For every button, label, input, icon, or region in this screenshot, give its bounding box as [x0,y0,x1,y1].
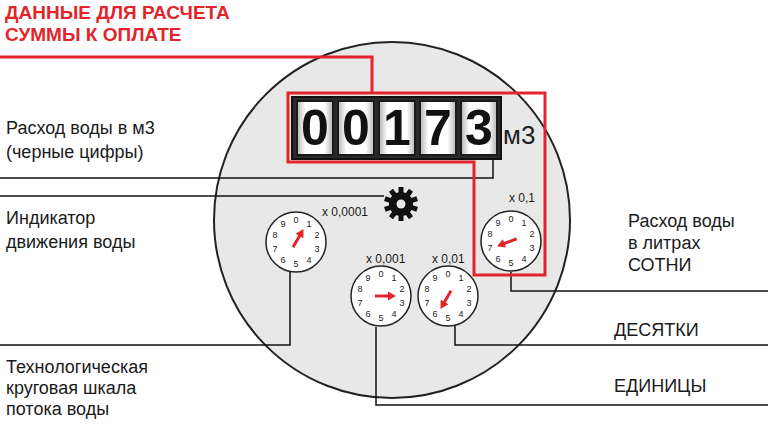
callout-label: Индикатор движения воды [6,206,156,254]
counter-digit-box: 1 [378,100,416,156]
title-text: ДАННЫЕ ДЛЯ РАСЧЕТА СУММЫ К ОПЛАТЕ [5,2,255,46]
dial-digit: 0 [508,215,513,224]
counter-digit: 7 [424,103,452,153]
dial-digit: 5 [293,260,298,269]
counter-digit-box: 7 [419,100,457,156]
dial-multiplier: x 0,001 [366,252,405,266]
dial-gauge: x 0,10123456789 [480,210,542,272]
dial-multiplier: x 0,1 [509,191,535,205]
dial-digit: 7 [273,244,278,253]
dial-digit: 3 [314,244,319,253]
dial-digit: 8 [425,285,430,294]
callout-label: ЕДИНИЦЫ [614,374,764,398]
dial-digit: 9 [281,220,286,229]
dial-multiplier: x 0,0001 [322,205,368,219]
dial-digit: 3 [399,298,404,307]
counter-digit: 1 [383,103,411,153]
dial-digit: 6 [366,309,371,318]
dial-digit: 7 [358,298,363,307]
callout-label: Расход воды в литрах СОТНИ [628,210,748,276]
dial-digit: 0 [378,270,383,279]
callout-label: ДЕСЯТКИ [614,318,764,342]
counter-digit-box: 3 [460,100,498,156]
flow-indicator-gear [384,187,418,221]
dial-digit: 6 [496,254,501,263]
dial-gauge: x 0,0010123456789 [350,265,412,327]
counter-digit-box: 0 [337,100,375,156]
dial-digit: 5 [445,314,450,323]
dial-digit: 4 [391,309,396,318]
dial-digit: 1 [391,274,396,283]
dial-digit: 6 [433,309,438,318]
dial-digit: 9 [496,219,501,228]
dial-digit: 4 [458,309,463,318]
dial-digit: 2 [529,230,534,239]
dial-digit: 1 [458,274,463,283]
dial-digit: 7 [425,298,430,307]
dial-pointer [437,289,455,312]
red-highlight [0,57,545,275]
dial-digit: 0 [445,270,450,279]
dial-digit: 6 [281,255,286,264]
dial-digit: 3 [466,298,471,307]
counter-digit: 3 [465,103,493,153]
dial-digit: 1 [306,220,311,229]
dial-digit: 8 [358,285,363,294]
dial-pointer [289,227,307,250]
dial-digit: 2 [399,285,404,294]
dial-pointer [495,235,518,251]
dial-multiplier: x 0,01 [432,252,465,266]
dial-digit: 7 [488,243,493,252]
dial-digit: 5 [508,259,513,268]
counter-digit: 0 [301,103,329,153]
counter-digit-box: 0 [296,100,334,156]
counter-digit: 0 [342,103,370,153]
dial-gauge: x 0,00010123456789 [265,211,327,273]
dial-digit: 1 [521,219,526,228]
dial-digit: 5 [378,314,383,323]
callout-label: Технологическая круговая шкала потока во… [6,357,186,420]
dial-digit: 2 [466,285,471,294]
dial-pointer [375,292,396,301]
dial-digit: 8 [488,230,493,239]
dial-digit: 8 [273,231,278,240]
unit-label: м3 [503,120,535,150]
dial-digit: 2 [314,231,319,240]
dial-digit: 4 [306,255,311,264]
dial-digit: 0 [293,216,298,225]
counter-frame [292,97,501,159]
callout-label: Расход воды в м3 (черные цифры) [6,116,196,164]
dial-digit: 9 [366,274,371,283]
dial-digit: 9 [433,274,438,283]
dial-gauge: x 0,010123456789 [417,265,479,327]
dial-digit: 3 [529,243,534,252]
dial-digit: 4 [521,254,526,263]
